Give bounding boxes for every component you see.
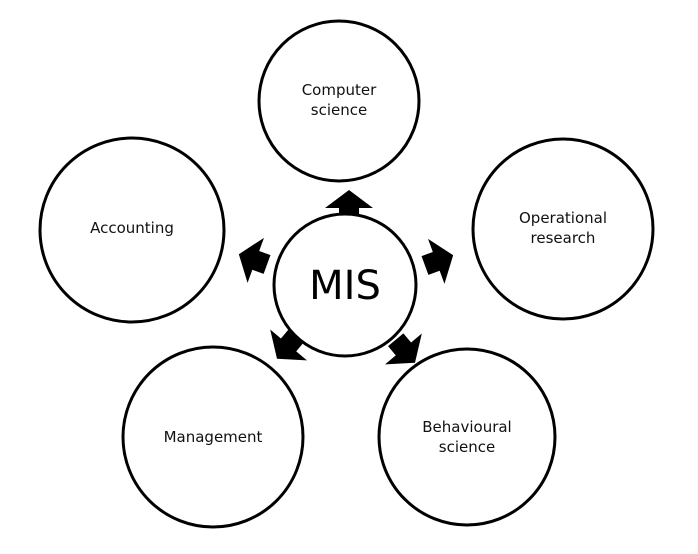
node-computer-science-line2: science — [311, 101, 367, 119]
arrow-to-computer-science — [325, 190, 373, 220]
node-management: Management — [121, 345, 305, 529]
node-operational-research-line2: research — [531, 229, 596, 247]
node-behavioural-science-line2: science — [439, 438, 495, 456]
arrow-to-operational-research — [421, 238, 454, 284]
arrow-to-accounting — [238, 237, 271, 283]
arrow-to-behavioural-science — [385, 333, 422, 365]
node-management-line1: Management — [164, 428, 263, 446]
node-computer-science: Computer science — [257, 19, 421, 183]
node-behavioural-science-line1: Behavioural — [422, 418, 511, 436]
center-node: MIS — [272, 212, 418, 358]
node-behavioural-science: Behavioural science — [377, 347, 557, 527]
center-label: MIS — [309, 263, 381, 309]
node-accounting-line1: Accounting — [90, 219, 174, 237]
node-operational-research: Operational research — [471, 137, 655, 321]
node-accounting: Accounting — [38, 136, 226, 324]
node-computer-science-line1: Computer — [302, 81, 377, 99]
node-operational-research-line1: Operational — [519, 209, 607, 227]
